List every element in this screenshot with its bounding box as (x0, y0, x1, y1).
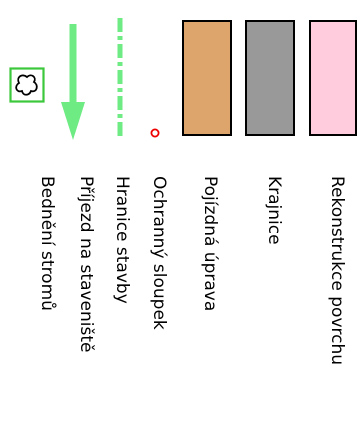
road-shoulder-swatch (245, 20, 295, 136)
surface-reconstruction-swatch (309, 20, 357, 136)
surface-reconstruction-label: Rekonstrukce povrchu (327, 176, 347, 366)
protective-bollard-icon (150, 128, 160, 138)
construction-boundary-line (117, 18, 123, 138)
construction-boundary-label: Hranice stavby (112, 176, 132, 304)
road-shoulder-label: Krajnice (264, 176, 284, 245)
site-access-label: Příjezd na staveniště (76, 176, 96, 353)
drivable-surface-label: Pojízdná úprava (200, 176, 220, 312)
tree-protection-label: Bednění stromů (37, 176, 57, 311)
tree-protection-icon (9, 67, 45, 103)
site-access-arrow-icon (61, 24, 85, 140)
protective-bollard-label: Ochranný sloupek (149, 176, 169, 330)
drivable-surface-swatch (182, 20, 232, 136)
